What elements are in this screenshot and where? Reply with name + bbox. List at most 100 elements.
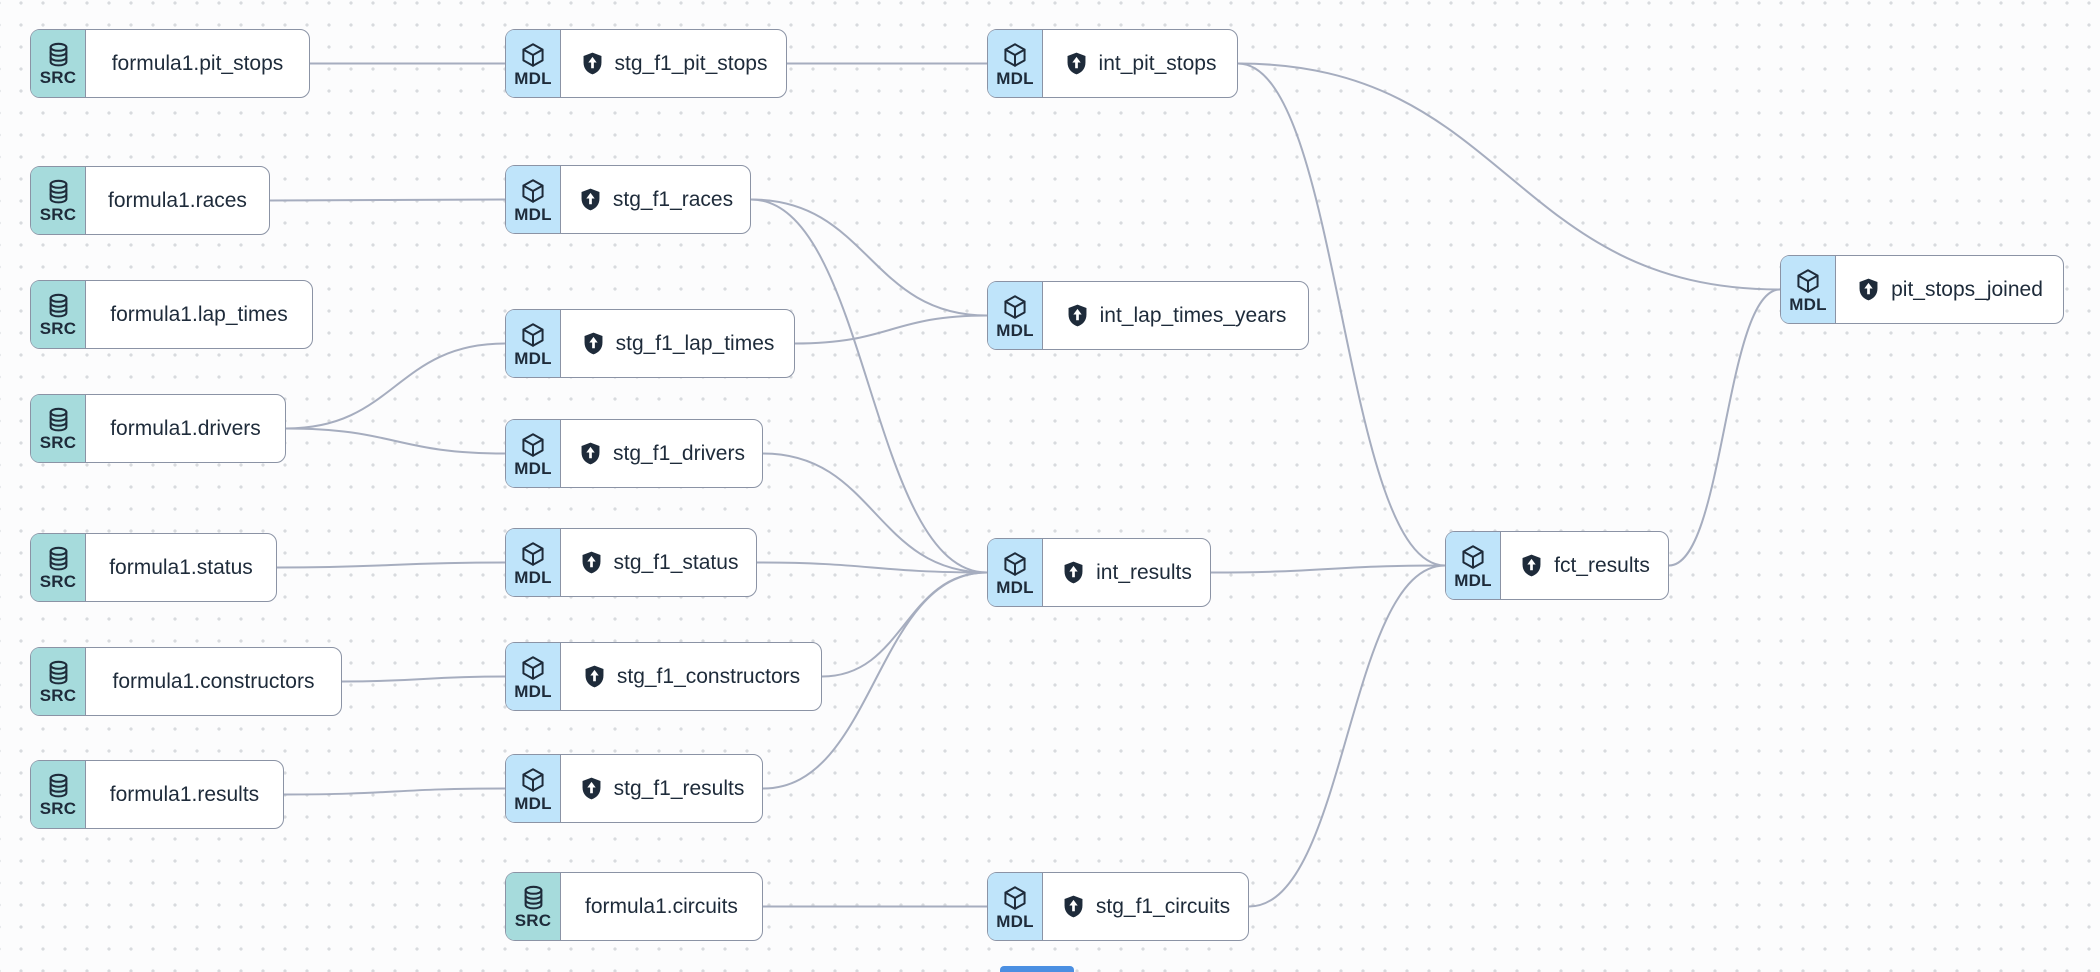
- cube-icon: [522, 322, 544, 347]
- node-label-section: int_pit_stops: [1043, 30, 1237, 97]
- node-type-badge: MDL: [1789, 294, 1827, 314]
- shield-access-icon: [582, 551, 600, 574]
- cube-icon: [1004, 42, 1026, 67]
- cube-icon: [1462, 544, 1484, 569]
- model-type-section: MDL: [988, 282, 1043, 349]
- node-int_lap_times_years[interactable]: MDL int_lap_times_years: [987, 281, 1309, 350]
- model-type-section: MDL: [506, 420, 561, 487]
- shield-access-icon-wrap: [578, 441, 603, 466]
- node-label-section: formula1.status: [86, 534, 276, 601]
- shield-access-icon-wrap: [1519, 553, 1544, 578]
- edge-int_results-to-fct_results: [1210, 564, 1446, 574]
- source-type-section: SRC: [31, 395, 86, 462]
- cube-icon: [522, 42, 544, 67]
- shield-access-icon: [581, 442, 600, 465]
- database-icon: [49, 42, 67, 67]
- node-formula1.constructors[interactable]: SRC formula1.constructors: [30, 647, 342, 716]
- node-type-badge: MDL: [514, 458, 552, 478]
- node-label-section: stg_f1_races: [561, 166, 750, 233]
- node-label-section: stg_f1_status: [561, 529, 756, 596]
- node-label-section: formula1.circuits: [561, 873, 762, 940]
- node-type-badge: MDL: [514, 681, 552, 701]
- shield-access-icon-wrap: [582, 664, 607, 689]
- database-icon: [49, 407, 67, 432]
- node-type-badge: MDL: [514, 68, 552, 88]
- node-stg_f1_results[interactable]: MDL stg_f1_results: [505, 754, 763, 823]
- model-type-section: MDL: [506, 166, 561, 233]
- node-label: stg_f1_status: [613, 550, 739, 574]
- shield-access-icon: [585, 665, 604, 688]
- edge-int_pit_stops-to-pit_stops_joined: [1237, 62, 1781, 291]
- node-label-section: pit_stops_joined: [1836, 256, 2063, 323]
- node-type-badge: MDL: [514, 567, 552, 587]
- node-label-section: stg_f1_pit_stops: [561, 30, 786, 97]
- node-label-section: fct_results: [1501, 532, 1668, 599]
- node-label-section: formula1.pit_stops: [86, 30, 309, 97]
- shield-access-icon-wrap: [1061, 894, 1086, 919]
- database-icon: [49, 660, 67, 685]
- node-label-section: int_lap_times_years: [1043, 282, 1308, 349]
- source-type-section: SRC: [506, 873, 561, 940]
- node-formula1.pit_stops[interactable]: SRC formula1.pit_stops: [30, 29, 310, 98]
- node-type-badge: MDL: [996, 320, 1034, 340]
- node-stg_f1_status[interactable]: MDL stg_f1_status: [505, 528, 757, 597]
- node-type-badge: MDL: [996, 911, 1034, 931]
- model-type-section: MDL: [988, 873, 1043, 940]
- node-label-section: stg_f1_lap_times: [561, 310, 794, 377]
- shield-access-icon: [1067, 52, 1085, 75]
- node-type-badge: MDL: [514, 348, 552, 368]
- node-stg_f1_pit_stops[interactable]: MDL stg_f1_pit_stops: [505, 29, 787, 98]
- database-icon: [49, 773, 67, 798]
- edge-src_drivers-to-stg_lap_times: [285, 342, 506, 430]
- model-type-section: MDL: [506, 643, 561, 710]
- node-label-section: formula1.lap_times: [86, 281, 312, 348]
- source-type-section: SRC: [31, 648, 86, 715]
- node-label: formula1.constructors: [112, 669, 315, 693]
- model-type-section: MDL: [506, 755, 561, 822]
- shield-access-icon-wrap: [578, 187, 603, 212]
- shield-access-icon-wrap: [581, 331, 606, 356]
- shield-access-icon-wrap: [1856, 277, 1881, 302]
- node-label: stg_f1_circuits: [1095, 894, 1231, 918]
- model-type-section: MDL: [506, 529, 561, 596]
- node-type-badge: SRC: [39, 68, 77, 87]
- node-pit_stops_joined[interactable]: MDL pit_stops_joined: [1780, 255, 2064, 324]
- model-type-section: MDL: [506, 30, 561, 97]
- edge-stg_status-to-int_results: [756, 561, 988, 574]
- node-label: stg_f1_results: [613, 776, 745, 800]
- cube-icon: [522, 178, 544, 203]
- node-label: formula1.status: [109, 555, 253, 579]
- edge-stg_drivers-to-int_results: [762, 452, 988, 574]
- node-label: pit_stops_joined: [1891, 277, 2043, 301]
- node-label: int_lap_times_years: [1099, 303, 1287, 327]
- node-stg_f1_lap_times[interactable]: MDL stg_f1_lap_times: [505, 309, 795, 378]
- node-stg_f1_circuits[interactable]: MDL stg_f1_circuits: [987, 872, 1249, 941]
- node-label: formula1.pit_stops: [111, 51, 284, 75]
- cube-icon: [522, 432, 544, 457]
- source-type-section: SRC: [31, 30, 86, 97]
- edge-stg_races-to-int_results: [750, 198, 988, 574]
- node-label-section: stg_f1_results: [561, 755, 762, 822]
- cube-icon: [1797, 268, 1819, 293]
- edge-stg_constructors-to-int_results: [821, 571, 988, 678]
- shield-access-icon: [1064, 895, 1083, 918]
- edge-stg_circuits-to-fct_results: [1248, 564, 1446, 908]
- cube-icon: [1004, 551, 1026, 576]
- node-type-badge: SRC: [39, 433, 77, 452]
- database-icon: [49, 546, 67, 571]
- shield-access-icon-wrap: [580, 51, 605, 76]
- edge-fct_results-to-pit_stops_joined: [1668, 288, 1781, 567]
